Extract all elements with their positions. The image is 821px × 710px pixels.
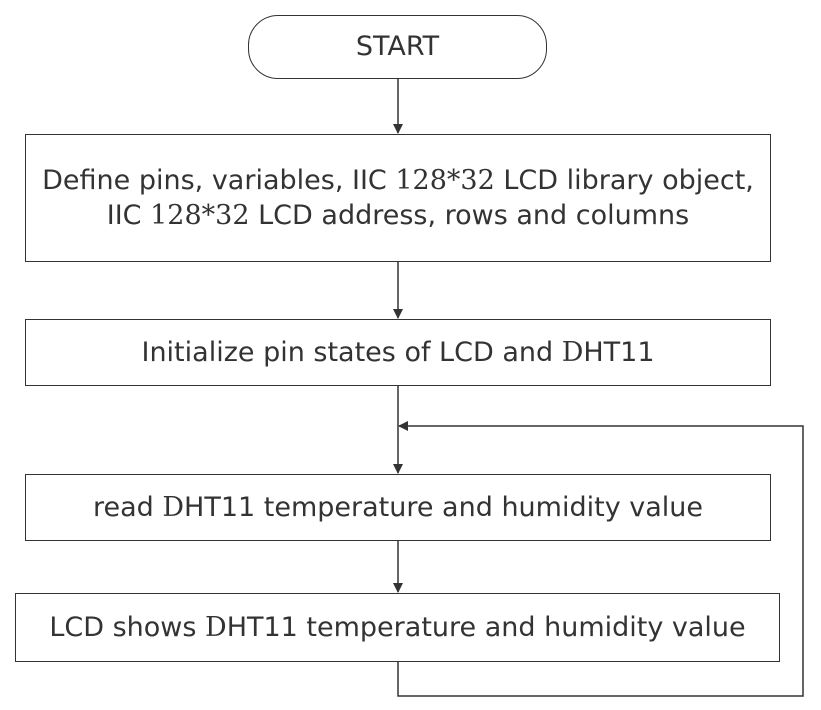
define-line-2: IIC 128*32 LCD address, rows and columns <box>42 198 754 233</box>
define-line-1-resolution: 128*32 <box>395 164 495 196</box>
initialize-text-d: D <box>561 336 584 368</box>
show-text-d: D <box>205 611 227 643</box>
start-terminal: START <box>248 15 547 79</box>
read-process-box: read DHT11 temperature and humidity valu… <box>25 474 771 541</box>
show-process-box: LCD shows DHT11 temperature and humidity… <box>15 593 780 662</box>
read-text-a: read <box>92 491 163 523</box>
start-label: START <box>355 31 440 63</box>
define-process-box: Define pins, variables, IIC 128*32 LCD l… <box>25 134 771 262</box>
show-text-a: LCD shows <box>49 611 206 643</box>
show-text-b: HT11 temperature and humidity value <box>226 611 746 643</box>
define-line-1-text-b: LCD library object, <box>503 164 754 196</box>
define-line-2-resolution: 128*32 <box>150 200 250 231</box>
initialize-text-b: HT11 <box>583 336 655 368</box>
define-line-2-text-a: IIC <box>106 200 142 231</box>
loop-back-arrow <box>397 421 804 697</box>
define-line-1-text-a: Define pins, variables, IIC <box>42 164 387 196</box>
define-line-2-text-b: LCD address, rows and columns <box>258 200 690 231</box>
initialize-label: Initialize pin states of LCD and DHT11 <box>141 335 654 370</box>
define-line-1: Define pins, variables, IIC 128*32 LCD l… <box>42 163 754 198</box>
show-label: LCD shows DHT11 temperature and humidity… <box>49 610 745 645</box>
read-text-d: D <box>162 491 185 523</box>
read-text-b: HT11 temperature and humidity value <box>184 491 704 523</box>
initialize-text-a: Initialize pin states of LCD and <box>141 336 562 368</box>
read-label: read DHT11 temperature and humidity valu… <box>93 490 703 525</box>
initialize-process-box: Initialize pin states of LCD and DHT11 <box>25 319 771 386</box>
